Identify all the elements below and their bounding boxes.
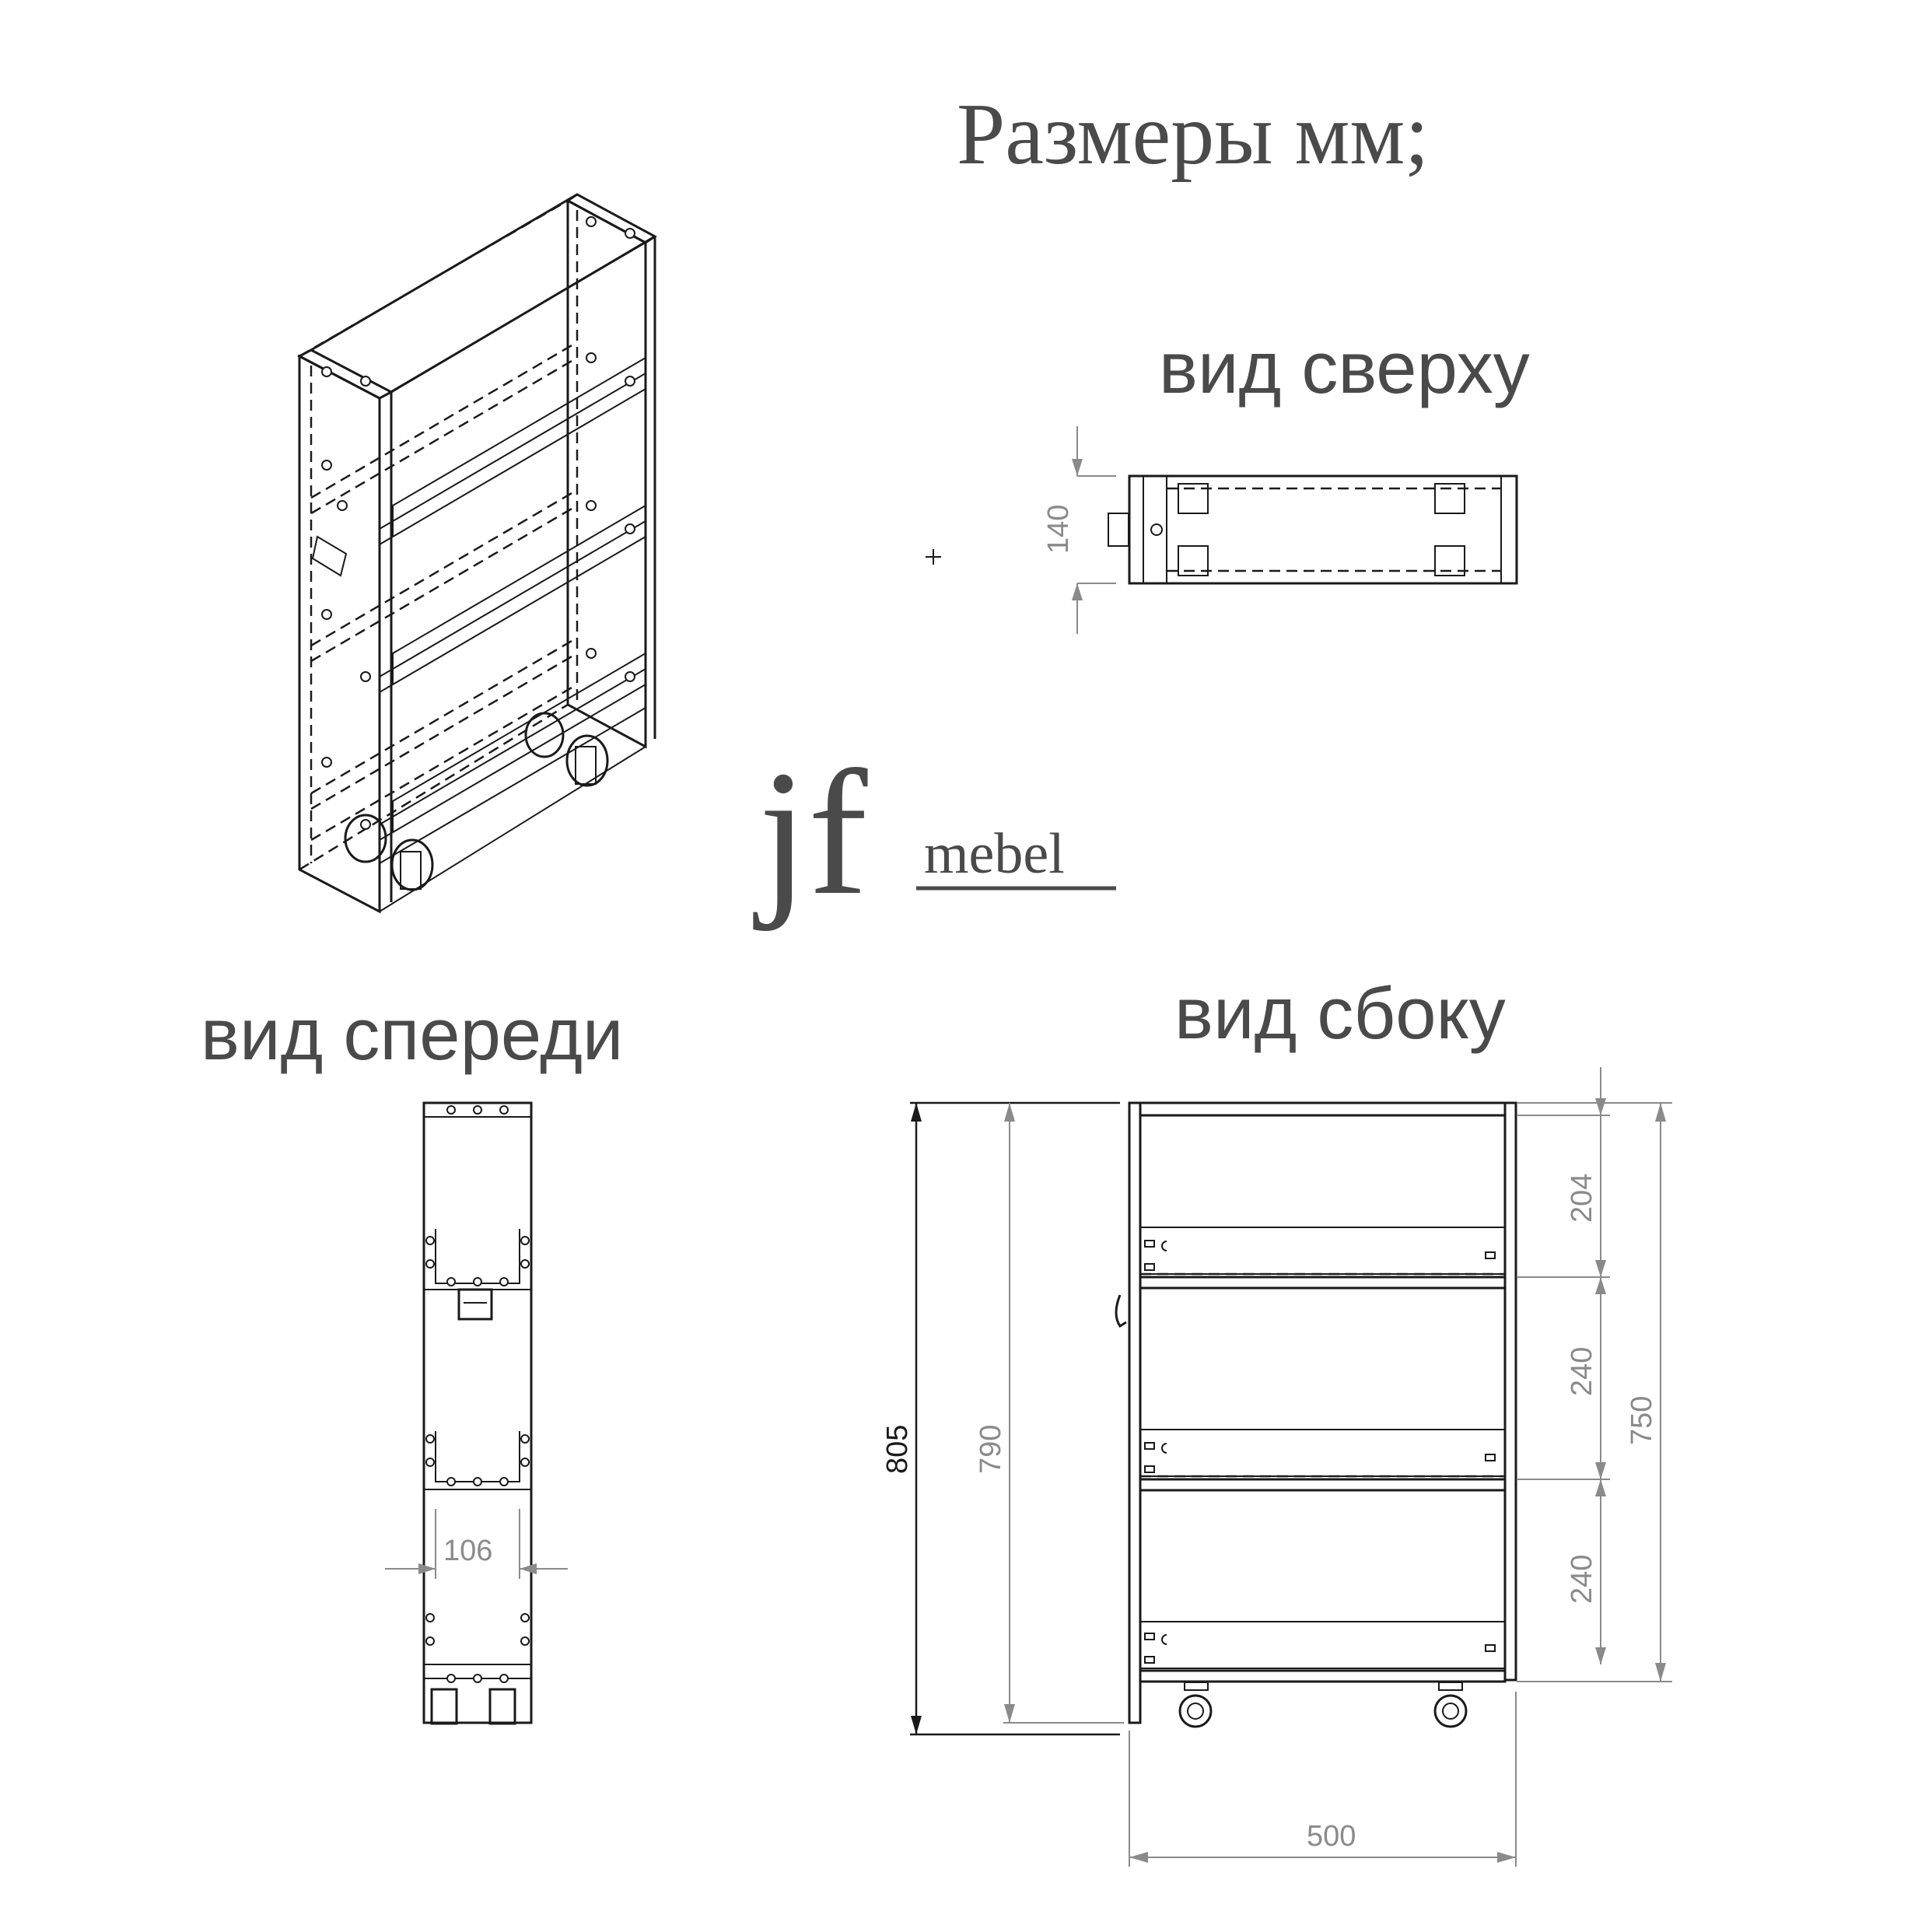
body-height-dimension: 790 — [975, 1103, 1124, 1724]
logo-mebel: mebel — [924, 822, 1065, 886]
depth-dimension: 500 — [1129, 1692, 1517, 1867]
body-height-value: 790 — [975, 1425, 1007, 1474]
side-view — [1115, 1101, 1517, 1728]
shelf-spacing-dimensions: 204 240 240 — [1517, 1067, 1672, 1682]
front-fittings — [425, 1105, 530, 1683]
iso-shelf-1 — [310, 341, 646, 546]
iso-shelf-3 — [310, 636, 646, 842]
iso-handle-icon — [311, 535, 348, 577]
front-view — [422, 1101, 533, 1725]
iso-shelf-2 — [310, 488, 646, 694]
side-fittings — [1144, 1240, 1496, 1664]
page-title: Размеры мм; — [957, 86, 1429, 183]
logo-jf: jf — [753, 733, 868, 932]
top-depth-value: 140 — [1042, 505, 1075, 554]
iso-bottom-shelf — [310, 683, 646, 864]
shelf-1-spacing-value: 204 — [1566, 1174, 1598, 1223]
depth-value: 500 — [1307, 1820, 1356, 1853]
front-width-dimension: 106 — [385, 1509, 568, 1579]
frame-height-dimension: 750 — [1626, 1103, 1666, 1682]
side-casters — [1178, 1682, 1468, 1728]
top-depth-dimension: 140 — [1042, 426, 1116, 634]
shelf-2-spacing-value: 240 — [1566, 1347, 1598, 1396]
isometric-view — [296, 193, 657, 914]
shelf-3-spacing-value: 240 — [1566, 1555, 1598, 1604]
frame-height-value: 750 — [1626, 1396, 1658, 1445]
iso-casters — [344, 712, 609, 891]
brand-logo: jf mebel — [753, 733, 1116, 932]
iso-fittings — [321, 216, 635, 830]
overall-height-dimension: 805 — [881, 1101, 1120, 1736]
front-width-value: 106 — [443, 1535, 492, 1567]
side-view-label: вид сбоку — [1174, 972, 1506, 1054]
front-view-label: вид спереди — [201, 993, 623, 1075]
top-view — [926, 474, 1518, 585]
overall-height-value: 805 — [881, 1425, 914, 1474]
top-view-label: вид сверху — [1159, 327, 1530, 408]
